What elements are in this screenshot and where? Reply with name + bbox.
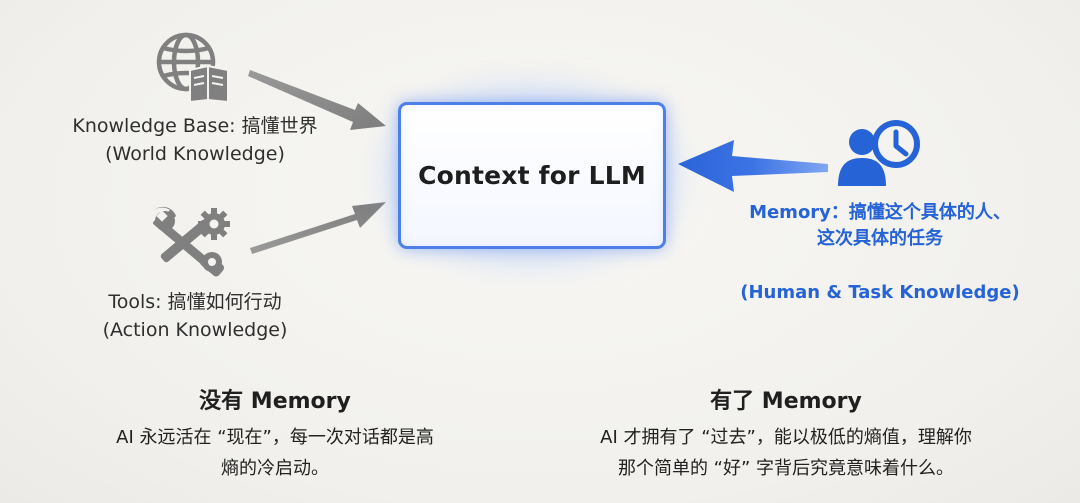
tools-subtitle: (Action Knowledge) (102, 319, 288, 341)
tools-title: Tools: 搞懂如何行动 (108, 291, 282, 313)
memory-knowledge-type: (Human & Task Knowledge) (740, 282, 1020, 303)
with-memory-line1: AI 才拥有了 “过去”，能以极低的熵值，理解你 (600, 427, 972, 448)
without-memory-line1: AI 永远活在 “现在”，每一次对话都是高 (116, 427, 434, 448)
tools-arrow (250, 202, 386, 254)
with-memory-line2: 那个简单的 “好” 字背后究竟意味着什么。 (617, 458, 955, 479)
without-memory-line2: 熵的冷启动。 (221, 458, 329, 479)
knowledge-arrow (248, 70, 386, 130)
without-memory-description: AI 永远活在 “现在”，每一次对话都是高 熵的冷启动。 (65, 422, 485, 484)
memory-arrow (678, 140, 828, 192)
globe-book-icon (152, 30, 232, 102)
with-memory-description: AI 才拥有了 “过去”，能以极低的熵值，理解你 那个简单的 “好” 字背后究竟… (536, 422, 1036, 484)
tools-label: Tools: 搞懂如何行动 (Action Knowledge) (50, 288, 340, 344)
context-label: Context for LLM (418, 161, 646, 190)
memory-subtitle: 这次具体的任务 (817, 228, 943, 249)
without-memory-heading: 没有 Memory (199, 389, 351, 414)
user-clock-icon (838, 120, 924, 188)
memory-title: Memory：搞懂这个具体的人、 (749, 202, 1011, 223)
knowledge-base-title: Knowledge Base: 搞懂世界 (72, 115, 318, 137)
memory-label: Memory：搞懂这个具体的人、 这次具体的任务 (720, 200, 1040, 252)
context-box: Context for LLM (398, 102, 666, 249)
knowledge-base-label: Knowledge Base: 搞懂世界 (World Knowledge) (40, 112, 350, 168)
with-memory-heading: 有了 Memory (710, 389, 862, 414)
knowledge-base-subtitle: (World Knowledge) (105, 143, 285, 165)
wrench-gear-icon (150, 206, 234, 278)
